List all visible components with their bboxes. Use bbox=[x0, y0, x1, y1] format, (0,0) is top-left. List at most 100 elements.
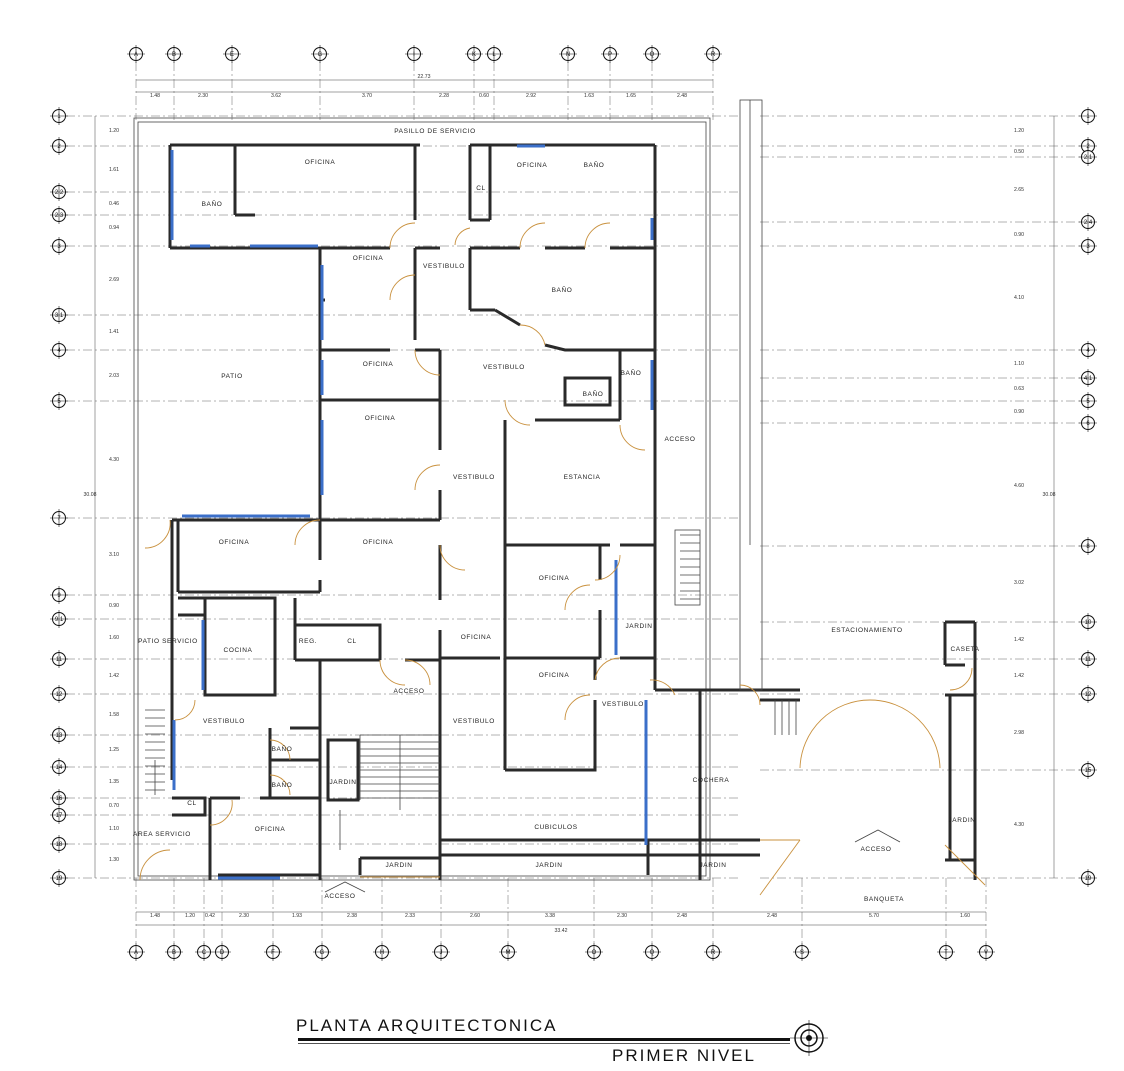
axis-label: 15 bbox=[1085, 768, 1092, 774]
axis-label: A bbox=[134, 52, 138, 58]
axis-label: R bbox=[711, 52, 716, 58]
axis-label: D bbox=[220, 950, 225, 956]
axis-bubble-top: Q bbox=[643, 45, 661, 63]
axis-bubble-right: 4.1 bbox=[1079, 369, 1097, 387]
room-label: BAÑO bbox=[272, 744, 293, 753]
axis-label: 12 bbox=[56, 692, 63, 698]
axis-bubble-top: G bbox=[311, 45, 329, 63]
axis-bubble-bottom: B bbox=[165, 943, 183, 961]
dim-total-bottom: 33.42 bbox=[555, 928, 568, 934]
room-label: ACCESO bbox=[664, 436, 695, 443]
room-label: OFICINA bbox=[517, 162, 548, 169]
axis-label: M bbox=[506, 950, 511, 956]
axis-label: 4 bbox=[1086, 348, 1090, 354]
axis-label: 5 bbox=[57, 399, 61, 405]
dim-left: 0.46 bbox=[109, 201, 119, 207]
dim-bottom: 1.93 bbox=[292, 913, 302, 919]
room-label: OFICINA bbox=[305, 159, 336, 166]
axis-label: I bbox=[413, 52, 415, 58]
title-underline-thin bbox=[298, 1043, 790, 1044]
plan-title: PLANTA ARQUITECTONICA bbox=[296, 1016, 558, 1035]
axis-bubble-left: 2.3 bbox=[50, 206, 68, 224]
room-label: REG. bbox=[299, 638, 317, 645]
dim-right: 2.65 bbox=[1014, 187, 1024, 193]
axis-label: Q bbox=[650, 52, 655, 58]
room-labels: PASILLO DE SERVICIO OFICINA BAÑO CL OFIC… bbox=[133, 128, 979, 903]
room-label: VESTIBULO bbox=[453, 718, 495, 725]
axis-bubble-bottom: O bbox=[585, 943, 603, 961]
room-label: BAÑO bbox=[202, 199, 223, 208]
axis-bubble-left: 9.1 bbox=[50, 610, 68, 628]
dim-top: 2.30 bbox=[198, 93, 208, 99]
axis-label: 14 bbox=[56, 765, 63, 771]
axis-label: P bbox=[608, 52, 612, 58]
dim-bottom: 1.20 bbox=[185, 913, 195, 919]
axis-bubble-bottom: G bbox=[313, 943, 331, 961]
axis-bubble-left: 14 bbox=[50, 758, 68, 776]
axis-label: A bbox=[134, 950, 138, 956]
dim-left: 1.20 bbox=[109, 128, 119, 134]
axis-bubble-bottom: J bbox=[432, 943, 450, 961]
room-label: OFICINA bbox=[461, 634, 492, 641]
axis-label: G bbox=[318, 52, 323, 58]
axis-label: 11 bbox=[56, 657, 63, 663]
dim-left: 1.41 bbox=[109, 329, 119, 335]
dim-bottom: 2.30 bbox=[617, 913, 627, 919]
axis-bubble-left: 12 bbox=[50, 685, 68, 703]
axis-bubble-left: 2.2 bbox=[50, 183, 68, 201]
axis-bubble-right: 4 bbox=[1079, 341, 1097, 359]
axis-bubble-bottom: H bbox=[373, 943, 391, 961]
dim-top: 2.28 bbox=[439, 93, 449, 99]
axis-label: 11 bbox=[1085, 657, 1092, 663]
axis-bubble-right: 2.1 bbox=[1079, 148, 1097, 166]
room-label: ACCESO bbox=[393, 688, 424, 695]
axis-bubble-top: I bbox=[405, 45, 423, 63]
room-label: BAÑO bbox=[272, 780, 293, 789]
axis-bubble-right: 1 bbox=[1079, 107, 1097, 125]
axis-label: 2.4 bbox=[1084, 220, 1093, 226]
axis-label: 5 bbox=[1086, 399, 1090, 405]
axis-bubble-top: B bbox=[165, 45, 183, 63]
axis-bubble-right: 15 bbox=[1079, 761, 1097, 779]
axis-label: 7 bbox=[57, 516, 61, 522]
axis-label: 4 bbox=[57, 348, 61, 354]
axis-bubble-left: 18 bbox=[50, 835, 68, 853]
dim-top: 1.63 bbox=[584, 93, 594, 99]
dim-left: 0.94 bbox=[109, 225, 119, 231]
axis-bubble-bottom: M bbox=[499, 943, 517, 961]
dim-left: 1.58 bbox=[109, 712, 119, 718]
axis-label: 19 bbox=[56, 876, 63, 882]
axis-bubble-left: 9 bbox=[50, 586, 68, 604]
room-label: CL bbox=[347, 638, 357, 645]
room-label: OFICINA bbox=[255, 826, 286, 833]
axis-label: 9.1 bbox=[55, 617, 64, 623]
axis-bubble-left: 13 bbox=[50, 726, 68, 744]
room-label: VESTIBULO bbox=[602, 701, 644, 708]
axis-label: 2 bbox=[57, 144, 61, 150]
axis-label: C bbox=[202, 950, 207, 956]
room-label: ESTANCIA bbox=[564, 474, 601, 481]
dim-right: 3.02 bbox=[1014, 580, 1024, 586]
axis-label: N bbox=[566, 52, 570, 58]
axis-label: K bbox=[472, 52, 476, 58]
axis-label: Q bbox=[650, 950, 655, 956]
dim-bottom: 2.60 bbox=[470, 913, 480, 919]
dim-top: 2.92 bbox=[526, 93, 536, 99]
dim-bottom: 2.48 bbox=[767, 913, 777, 919]
dim-right: 1.20 bbox=[1014, 128, 1024, 134]
axis-bubble-left: 5 bbox=[50, 392, 68, 410]
dim-right: 2.98 bbox=[1014, 730, 1024, 736]
room-label: OFICINA bbox=[363, 539, 394, 546]
dim-right: 1.10 bbox=[1014, 361, 1024, 367]
dim-left: 1.30 bbox=[109, 857, 119, 863]
axis-bubble-left: 1 bbox=[50, 107, 68, 125]
axis-label: 10 bbox=[1085, 620, 1092, 626]
axis-bubble-top: P bbox=[601, 45, 619, 63]
room-label: COCHERA bbox=[693, 777, 730, 784]
dim-top: 2.48 bbox=[677, 93, 687, 99]
axis-label: L bbox=[492, 52, 496, 58]
axis-label: 13 bbox=[56, 733, 63, 739]
dim-bottom: 2.48 bbox=[677, 913, 687, 919]
room-label: VESTIBULO bbox=[203, 718, 245, 725]
axis-bubble-top: R bbox=[704, 45, 722, 63]
